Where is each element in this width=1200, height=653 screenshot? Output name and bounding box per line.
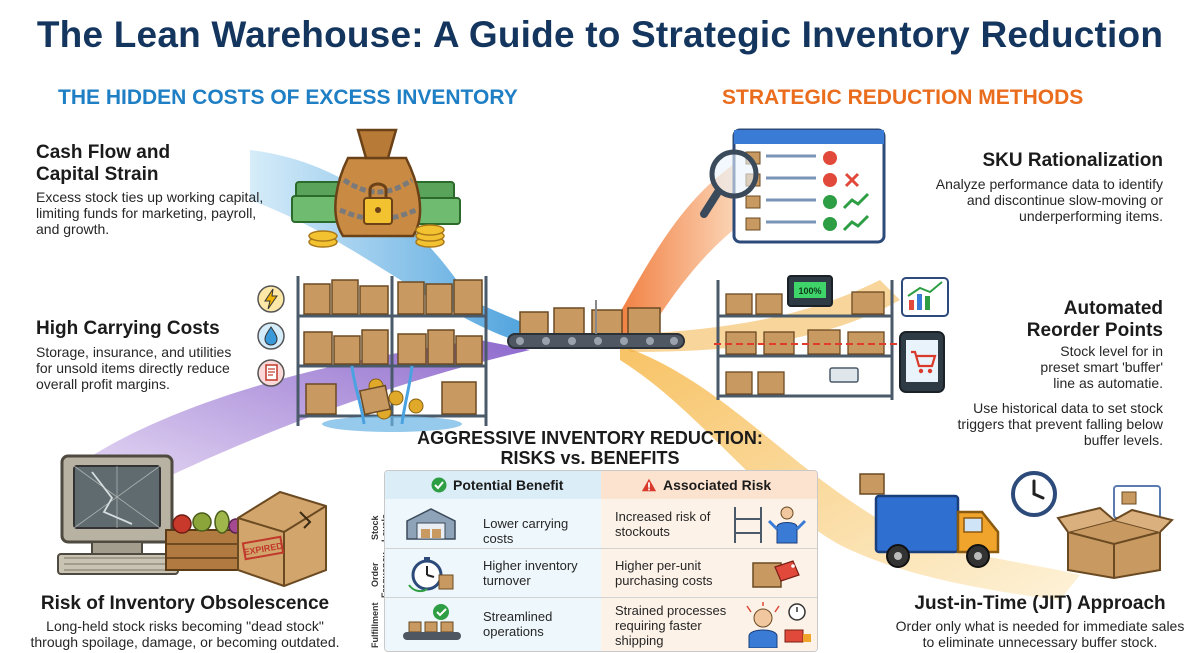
table-row-3-risk: Strained processes requiring faster ship… [601, 598, 817, 651]
stressed-person-icon [746, 602, 811, 648]
warehouse-shelves-icon [296, 276, 488, 432]
risk-2-text: Higher per-unit purchasing costs [615, 558, 713, 588]
hidden-costs-heading: THE HIDDEN COSTS OF EXCESS INVENTORY [58, 86, 518, 109]
method-sku-text: Analyze performance data to identify and… [935, 176, 1163, 224]
table-row-2-benefit: Higher inventory turnover [385, 549, 601, 597]
delivery-truck-icon [859, 473, 1000, 568]
reduction-methods-heading: STRATEGIC REDUCTION METHODS [722, 86, 1084, 109]
benefit-3-text: Streamlined operations [483, 609, 553, 639]
method-reorder-title: Automated Reorder Points [1026, 298, 1163, 341]
risk-header: Associated Risk [601, 471, 817, 499]
cost-obsolescence-title: Risk of Inventory Obsolescence [40, 593, 330, 614]
page-title: The Lean Warehouse: A Guide to Strategic… [36, 14, 1164, 55]
stopwatch-icon [408, 557, 454, 593]
table-row-2-risk: Higher per-unit purchasing costs [601, 549, 817, 597]
smart-shelf-icon: 100% [714, 275, 898, 400]
risk-header-inner: Associated Risk [601, 477, 771, 493]
cost-carrying: High Carrying Costs Storage, insurance, … [36, 318, 251, 392]
cost-carrying-text: Storage, insurance, and utilities for un… [36, 344, 232, 392]
method-sku: SKU Rationalization Analyze performance … [930, 150, 1163, 224]
cost-cash-flow-text: Excess stock ties up working capital, li… [36, 189, 264, 237]
benefit-1-text: Lower carrying costs [483, 516, 569, 546]
ribbon-orange [610, 160, 760, 345]
worker-icon [734, 506, 807, 544]
table-row-1-risk: Increased risk of stockouts [601, 499, 817, 548]
risk-3-text: Strained processes requiring faster ship… [615, 603, 727, 648]
risk-header-text: Associated Risk [663, 477, 772, 493]
money-bag-lock-icon [291, 128, 461, 248]
conveyor-icon [403, 604, 461, 640]
table-divider-1 [385, 548, 817, 549]
expired-box-icon: EXPIRED [165, 490, 327, 588]
cost-obsolescence: Risk of Inventory Obsolescence Long-held… [30, 593, 340, 650]
water-drop-icon [257, 322, 285, 350]
magnifier-checklist-icon [700, 128, 886, 244]
method-reorder-overlay: Stock level for in preset smart 'buffer'… [1023, 343, 1163, 391]
method-reorder: Automated Reorder Points [960, 298, 1163, 342]
ribbon-gold [620, 280, 900, 352]
benefit-header: Potential Benefit [385, 471, 601, 499]
risk-1-text: Increased risk of stockouts [615, 509, 711, 539]
method-reorder-text: Use historical data to set stock trigger… [957, 400, 1163, 448]
price-tag-box-icon [752, 560, 800, 588]
tablet-cart-icon [899, 331, 945, 393]
ribbon-yellow [620, 345, 1080, 600]
scale-display-text: 100% [798, 286, 821, 296]
warehouse-icon [406, 508, 456, 540]
row-label-stock-levels: Stock Levels [370, 514, 390, 542]
check-circle-icon [431, 477, 447, 493]
method-sku-title: SKU Rationalization [982, 150, 1163, 171]
risks-benefits-table: Potential Benefit Associated Risk Lower … [384, 470, 818, 652]
benefit-header-text: Potential Benefit [453, 477, 564, 493]
chart-icon [901, 277, 949, 317]
cost-cash-flow: Cash Flow and Capital Strain Excess stoc… [36, 142, 276, 237]
method-jit-title: Just-in-Time (JIT) Approach [914, 593, 1166, 614]
table-divider-2 [385, 597, 817, 598]
cost-obsolescence-text: Long-held stock risks becoming "dead sto… [30, 618, 340, 650]
open-box-icon [1056, 485, 1174, 580]
lightning-icon [257, 285, 285, 313]
clock-icon [1011, 471, 1057, 517]
row-label-order-frequency: Order Frequency [370, 552, 390, 598]
warning-triangle-icon [641, 478, 657, 492]
cost-cash-flow-title: Cash Flow and Capital Strain [36, 142, 171, 185]
benefit-header-inner: Potential Benefit [385, 477, 563, 493]
risks-benefits-title: AGGRESSIVE INVENTORY REDUCTION: RISKS vs… [417, 428, 763, 468]
conveyor-belt-icon [507, 300, 685, 349]
method-jit: Just-in-Time (JIT) Approach Order only w… [895, 593, 1185, 650]
obsolete-computer-icon [57, 454, 179, 575]
method-reorder-desc: Use historical data to set stock trigger… [935, 400, 1163, 448]
ribbon-purple [70, 340, 530, 500]
document-icon [257, 359, 285, 387]
method-reorder-overlay-text: Stock level for in preset smart 'buffer'… [1040, 343, 1163, 391]
table-row-1-benefit: Lower carrying costs [385, 499, 601, 548]
cost-carrying-title: High Carrying Costs [36, 318, 220, 339]
table-row-3-benefit: Streamlined operations [385, 598, 601, 651]
method-jit-text: Order only what is needed for immediate … [895, 618, 1185, 650]
row-label-fulfillment: Fulfillment [370, 602, 380, 648]
benefit-2-text: Higher inventory turnover [483, 558, 578, 588]
